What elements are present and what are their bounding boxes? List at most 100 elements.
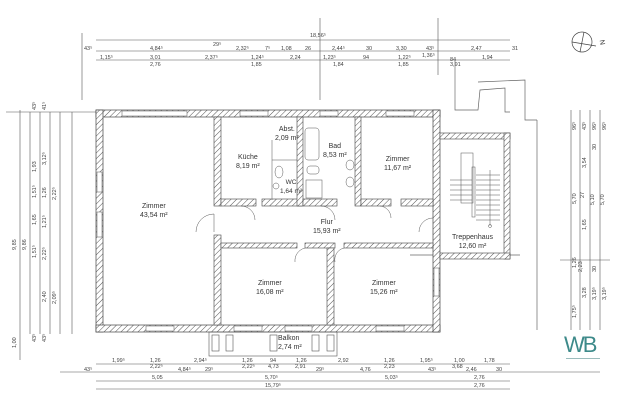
dim-left: 3,12⁵ (42, 152, 48, 165)
dim-right: 30 (592, 143, 598, 150)
dim-top: 3,30 (396, 46, 407, 52)
dim-top: 2,47 (471, 46, 482, 52)
sanitary-fixtures (271, 127, 355, 200)
dim-bottom: 1,26 (150, 358, 161, 364)
dim-left: 41⁵ (42, 101, 48, 110)
dim-left: 2,22⁵ (52, 187, 58, 200)
dim-bottom: 4,84⁵ (178, 367, 191, 373)
room-wc: WC 1,64 m² (280, 178, 302, 196)
room-area: 43,54 m² (140, 212, 168, 219)
room-bath: Bad 8,53 m² (323, 142, 347, 160)
dim-top: 1,24⁵ (251, 55, 264, 61)
dim-top: 1,22⁵ (398, 55, 411, 61)
dim-left: 43⁵ (32, 333, 38, 342)
dim-bottom: 94 (270, 358, 277, 364)
dim-left: 1,65 (32, 214, 38, 225)
dim-right: 5,10 (590, 194, 596, 205)
dim-bottom: 30 (496, 367, 503, 373)
dim-top: 2,37⁵ (205, 55, 218, 61)
room-living: Zimmer 43,54 m² (140, 202, 168, 220)
room-name: Zimmer (371, 280, 396, 287)
dim-left: 43⁵ (42, 333, 48, 342)
dim-bottom: 4,73 (268, 364, 279, 370)
logo-underline (566, 358, 600, 359)
dim-top: 2,32⁵ (236, 46, 249, 52)
dim-left: 2,22⁵ (42, 247, 48, 260)
dim-right: 5,70 (600, 194, 606, 205)
room-name: Flur (320, 219, 333, 226)
room-name: Zimmer (385, 156, 410, 163)
dim-bottom: 2,22⁵ (242, 364, 255, 370)
dim-top: 43⁵ (426, 46, 435, 52)
dim-right: 2,23 (578, 261, 584, 272)
dim-bottom: 1,99⁵ (112, 358, 125, 364)
dim-top: 1,85 (398, 62, 409, 68)
dim-right: 96⁵ (602, 121, 608, 130)
dim-top: 2,24 (290, 55, 301, 61)
room-area: 16,08 m² (256, 289, 284, 296)
top-dimension-lines (81, 18, 510, 100)
dim-top: 1,15⁵ (100, 55, 113, 61)
dim-left: 1,21⁵ (42, 215, 48, 228)
balcony (208, 331, 338, 357)
dim-right: 96⁵ (592, 121, 598, 130)
dim-top: 94 (363, 55, 370, 61)
interior-walls (213, 116, 434, 326)
dim-right: 3,19⁵ (602, 287, 608, 300)
dim-left: 1,51⁵ (32, 245, 38, 258)
left-dimension-lines (6, 110, 96, 360)
dim-left: 1,26 (42, 187, 48, 198)
dim-top: 1,36⁵ (422, 53, 435, 59)
stairwell-walls (439, 132, 511, 260)
dim-bottom: 2,46 (466, 367, 477, 373)
dim-bottom: 43⁵ (84, 367, 93, 373)
dim-top: 4,84⁵ (150, 46, 163, 52)
dim-left: 9,85 (12, 239, 18, 250)
dim-top: 1,85 (251, 62, 262, 68)
dim-bottom: 1,78 (484, 358, 495, 364)
dim-bottom: 2,76 (474, 383, 485, 389)
room-area: 2,09 m² (275, 135, 299, 142)
dim-top: 7⁵ (265, 46, 271, 52)
dim-right: 1,65 (582, 219, 588, 230)
room-area: 15,26 m² (370, 289, 398, 296)
room-area: 8,19 m² (236, 163, 260, 170)
room-area: 1,64 m² (280, 188, 303, 195)
dim-left: 1,00 (12, 337, 18, 348)
dim-bottom: 43⁵ (428, 367, 437, 373)
room-name: Zimmer (141, 203, 166, 210)
dim-top: 26 (305, 46, 312, 52)
dim-top: 2,76 (150, 62, 161, 68)
dim-right: 1,75⁵ (572, 305, 578, 318)
room-name: Küche (237, 154, 258, 161)
room-name: Balkon (278, 335, 300, 342)
room-kitchen: Küche 8,19 m² (236, 153, 260, 171)
room-area: 8,53 m² (323, 152, 347, 159)
right-dimension-lines (560, 110, 610, 330)
dim-right: 3,28 (582, 287, 588, 298)
dim-top: 3,91 (450, 62, 461, 68)
bottom-dimension-lines (60, 363, 600, 390)
dim-top: 43⁵ (84, 46, 93, 52)
room-name: Bad (328, 143, 342, 150)
dim-bottom: 5,03⁵ (385, 375, 398, 381)
dim-bottom: 2,23 (384, 364, 395, 370)
dim-right: 5,70 (572, 193, 578, 204)
dim-bottom: 29⁵ (205, 367, 214, 373)
room-bedroom-2: Zimmer 15,26 m² (370, 279, 398, 297)
dim-top: 3,01 (150, 55, 161, 61)
dim-right: 3,54 (582, 157, 588, 168)
room-bedroom-1: Zimmer 16,08 m² (256, 279, 284, 297)
dim-top: 31 (512, 46, 519, 52)
dim-left: 1,93 (32, 161, 38, 172)
dim-bottom: 2,94⁵ (194, 358, 207, 364)
dim-bottom: 2,91 (295, 364, 306, 370)
dim-right: 96⁵ (572, 121, 578, 130)
exterior-walls (95, 109, 441, 333)
room-name: Zimmer (257, 280, 282, 287)
dim-right: 27 (580, 191, 586, 198)
doors (195, 205, 434, 263)
dim-top: 1,08 (281, 46, 292, 52)
dim-bottom: 4,76 (360, 367, 371, 373)
room-name: Treppenhaus (452, 234, 493, 241)
